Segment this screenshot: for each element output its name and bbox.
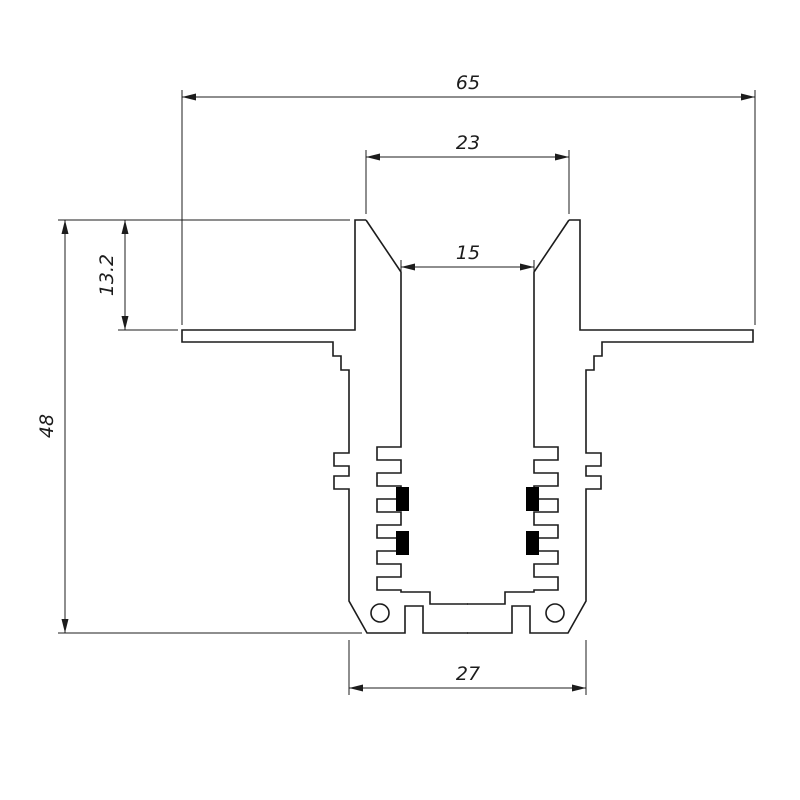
- profile-half-mirrored: [466, 219, 754, 634]
- arrowhead-top: [121, 220, 129, 234]
- arrowhead-left: [401, 263, 415, 271]
- dim-label-inner-width: 15: [456, 242, 480, 264]
- dimensions-layer: 65 23 15 13.2: [36, 72, 756, 695]
- arrowhead-left: [182, 93, 196, 101]
- arrowhead-right: [555, 153, 569, 161]
- dim-label-opening-width: 23: [456, 132, 480, 154]
- arrowhead-right: [572, 684, 586, 692]
- profile-outer-contour: [181, 219, 468, 634]
- magnet-strip-lower: [396, 531, 409, 555]
- arrowhead-left: [366, 153, 380, 161]
- dim-bottom-width: 27: [348, 640, 587, 695]
- profile-inner-contour: [365, 219, 468, 605]
- dim-label-flange-depth: 13.2: [96, 254, 118, 296]
- dim-label-total-width: 65: [456, 72, 480, 94]
- screw-port-circle: [370, 603, 390, 623]
- profile-half: [181, 219, 468, 634]
- dim-opening-width: 23: [365, 132, 570, 214]
- arrowhead-bottom: [61, 619, 69, 633]
- arrowhead-bottom: [121, 316, 129, 330]
- arrowhead-top: [61, 220, 69, 234]
- arrowhead-right: [741, 93, 755, 101]
- dim-label-bottom-width: 27: [456, 663, 480, 685]
- arrowhead-left: [349, 684, 363, 692]
- dim-inner-width: 15: [400, 242, 535, 282]
- magnet-strip-upper: [396, 487, 409, 511]
- dim-total-height: 48: [36, 220, 362, 634]
- dim-total-width: 65: [181, 72, 756, 325]
- dim-flange-depth: 13.2: [58, 219, 350, 331]
- arrowhead-right: [520, 263, 534, 271]
- dim-label-total-height: 48: [36, 414, 58, 438]
